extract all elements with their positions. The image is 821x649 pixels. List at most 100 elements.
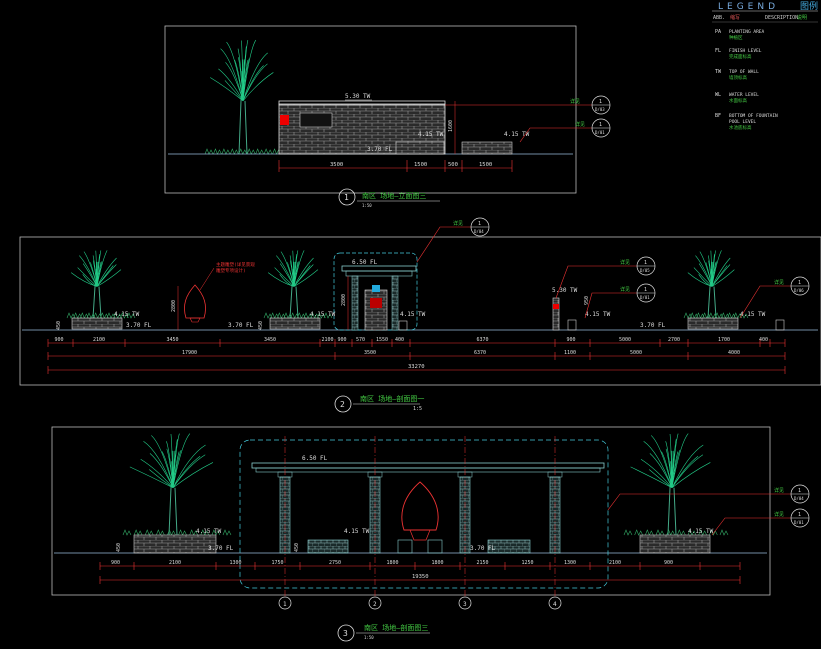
dimension-label: 2100 [322, 337, 334, 343]
level-label: 3.70 FL [228, 322, 254, 329]
bench-block [307, 539, 349, 554]
dimension-label: 1100 [564, 350, 576, 356]
dimension-label: 900 [55, 337, 64, 343]
dimension-label: 17900 [182, 350, 197, 356]
legend-code: PA [715, 29, 721, 35]
dimension-label: 4000 [728, 350, 740, 356]
drawing-number: 2 [340, 400, 345, 409]
dimension-label: 3450 [167, 337, 179, 343]
level-label: 3.70 FL [367, 146, 393, 153]
dimension-label: 500 [448, 162, 458, 168]
dimension-label: 2100 [93, 337, 105, 343]
legend-desc-cn: 完成面标高 [729, 53, 752, 60]
dimension-label: 6370 [477, 337, 489, 343]
leader-line [607, 493, 791, 511]
dimension-label: 1700 [718, 337, 730, 343]
level-label: 4.15 TW [114, 311, 140, 318]
drawing-scale: 1:50 [362, 203, 372, 208]
sheet-frame [51, 426, 771, 596]
sculpture-icon [184, 284, 206, 319]
legend-title: LEGEND [718, 2, 779, 12]
legend-desc: FINISH LEVEL [729, 48, 762, 54]
planter [71, 317, 123, 330]
sheet-frame [164, 25, 577, 194]
dimension-label: 1500 [479, 162, 492, 168]
bench-block [398, 320, 408, 331]
dimension-label: 5000 [630, 350, 642, 356]
dimension-label: 900 [338, 337, 347, 343]
legend-desc-cn: 墙顶标高 [729, 74, 747, 81]
axis-label: 1 [283, 601, 287, 608]
litter-bin [775, 319, 785, 331]
dimension-label: 950 [584, 296, 590, 305]
level-label: 4.15 TW [344, 528, 370, 535]
callout-label: 详见 [774, 511, 784, 518]
legend-desc: BOTTOM OF FOUNTAIN [729, 113, 778, 119]
dimension-label: 2100 [169, 560, 181, 566]
callout-label: 详见 [570, 98, 580, 105]
legend-desc-cn: 种植区 [729, 34, 743, 41]
dimension-label: 450 [56, 321, 62, 330]
legend-head-desc: DESCRIPTION [765, 15, 798, 21]
level-label: 6.50 FL [302, 455, 328, 462]
callout-number: 1 [798, 488, 801, 494]
dimension-label: 450 [294, 543, 300, 552]
leader-line [739, 285, 791, 319]
dimension-label: 3500 [330, 162, 343, 168]
tree-icon [122, 433, 232, 536]
callout-label: 详见 [774, 279, 784, 286]
level-label: 4.15 TW [740, 311, 766, 318]
callout-sheet: D/03 [595, 107, 605, 112]
leader-line [584, 292, 637, 319]
dimension-label: 6370 [474, 350, 486, 356]
dimension-label: 2750 [329, 560, 341, 566]
dimension-label: 33270 [408, 364, 425, 370]
callout-number: 1 [798, 280, 801, 286]
pavilion-outline [239, 439, 609, 589]
level-label: 4.15 TW [585, 311, 611, 318]
dimension-label: 5000 [619, 337, 631, 343]
dimension-label: 900 [111, 560, 120, 566]
elevation-2: 主题雕塑(详见景观 雕塑专项设计) 6.50 FL 5.30 TW 4.15 T… [19, 217, 821, 413]
bench-block [567, 319, 577, 331]
drawing-number: 3 [343, 629, 348, 638]
callout-sheet: D/01 [640, 295, 650, 300]
dimension-label: 570 [356, 337, 365, 343]
drawing-title: 南区 场地—剖面图三 [364, 623, 428, 632]
callout-number: 1 [478, 221, 481, 227]
axis-bubble [278, 596, 292, 610]
dimension-label: 1500 [414, 162, 427, 168]
column [351, 275, 359, 331]
callout-sheet: D/04 [474, 229, 484, 234]
dimension-label: 400 [759, 337, 768, 343]
pavilion-roof [341, 265, 417, 272]
column [391, 275, 399, 331]
legend-code: BF [715, 113, 721, 119]
planter [269, 317, 321, 330]
legend-desc: POOL LEVEL [729, 119, 756, 125]
legend-head-code-cn: 缩写 [730, 14, 740, 21]
axis-label: 2 [373, 601, 377, 608]
drawing-number-circle [338, 188, 356, 206]
axis-bubble [368, 596, 382, 610]
dimension-label: 1300 [230, 560, 242, 566]
level-label: 6.50 FL [352, 259, 378, 266]
drawing-scale: 1:5 [413, 406, 422, 412]
leader-line [519, 127, 592, 143]
tree-icon [683, 250, 749, 319]
drawing-number-circle [334, 395, 352, 413]
dimension-label: 1300 [564, 560, 576, 566]
callout-label: 详见 [620, 286, 630, 293]
dimension-label: 19350 [412, 574, 429, 580]
dimension-label: 1250 [522, 560, 534, 566]
legend-head-desc-cn: 说明 [797, 14, 807, 21]
legend-desc: PLANTING AREA [729, 29, 765, 35]
dimension-label: 1800 [432, 560, 444, 566]
leader-line [711, 517, 791, 536]
bench-block [461, 141, 513, 155]
dimension-label: 1600 [448, 120, 454, 132]
dimension-label: 2800 [171, 300, 177, 312]
level-label: 4.15 TW [418, 131, 444, 138]
